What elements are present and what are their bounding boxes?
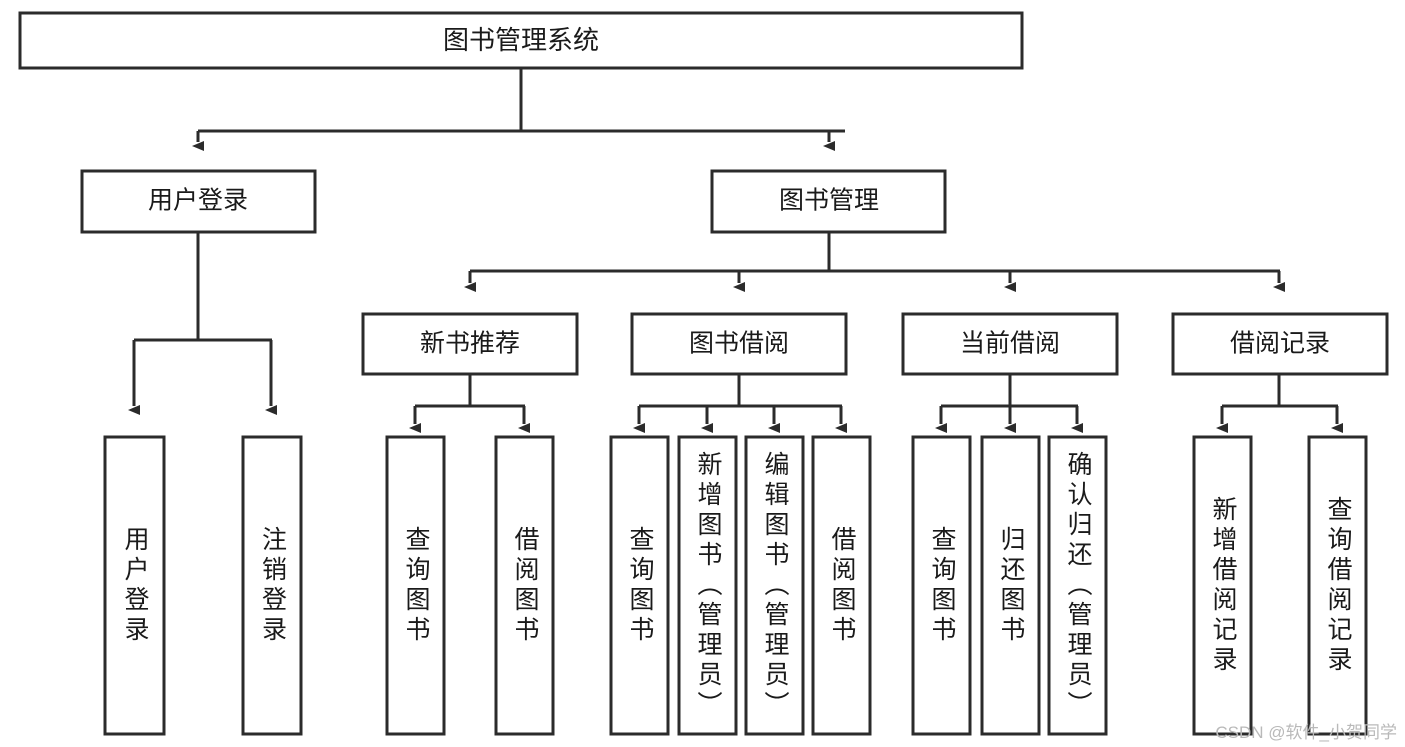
connectors-current-to-leaves	[935, 375, 1083, 433]
node-current-label: 当前借阅	[960, 330, 1060, 358]
node-newbook[interactable]: 新书推荐	[361, 312, 579, 376]
node-bookmgmt[interactable]: 图书管理	[710, 169, 947, 234]
node-records-label: 借阅记录	[1230, 330, 1330, 358]
connectors-borrow-to-leaves	[633, 375, 847, 433]
node-records[interactable]: 借阅记录	[1171, 312, 1389, 376]
node-borrow-label: 图书借阅	[689, 330, 789, 358]
connectors-newbook-to-leaves	[409, 375, 530, 433]
leaf-boxes	[103, 435, 1368, 736]
node-root[interactable]: 图书管理系统	[18, 11, 1024, 70]
node-leaf12-box	[1192, 435, 1253, 736]
node-leaf1-box	[103, 435, 166, 736]
node-current[interactable]: 当前借阅	[901, 312, 1119, 376]
node-leaf9-box	[911, 435, 972, 736]
node-leaf5-box	[609, 435, 670, 736]
node-bookmgmt-label: 图书管理	[779, 187, 879, 215]
node-borrow[interactable]: 图书借阅	[630, 312, 848, 376]
connectors-root-to-level2	[192, 68, 845, 151]
csdn-watermark: CSDN @软件_小贺同学	[1215, 723, 1397, 742]
node-leaf7-box	[744, 435, 805, 736]
node-leaf3-box	[385, 435, 446, 736]
node-root-label: 图书管理系统	[443, 25, 599, 55]
node-leaf4-box	[494, 435, 555, 736]
node-leaf2-box	[241, 435, 303, 736]
node-newbook-label: 新书推荐	[420, 330, 520, 358]
node-leaf6-box	[677, 435, 738, 736]
connectors-records-to-leaves	[1216, 375, 1343, 433]
connectors-bookmgmt-to-level3	[464, 232, 1285, 292]
node-leaf13-box	[1307, 435, 1368, 736]
node-leaf8-box	[811, 435, 872, 736]
node-leaf11-box	[1047, 435, 1108, 736]
node-leaf10-box	[980, 435, 1041, 736]
node-login[interactable]: 用户登录	[80, 169, 317, 234]
node-login-label: 用户登录	[148, 187, 248, 215]
connectors-login-to-leaves	[128, 232, 277, 415]
